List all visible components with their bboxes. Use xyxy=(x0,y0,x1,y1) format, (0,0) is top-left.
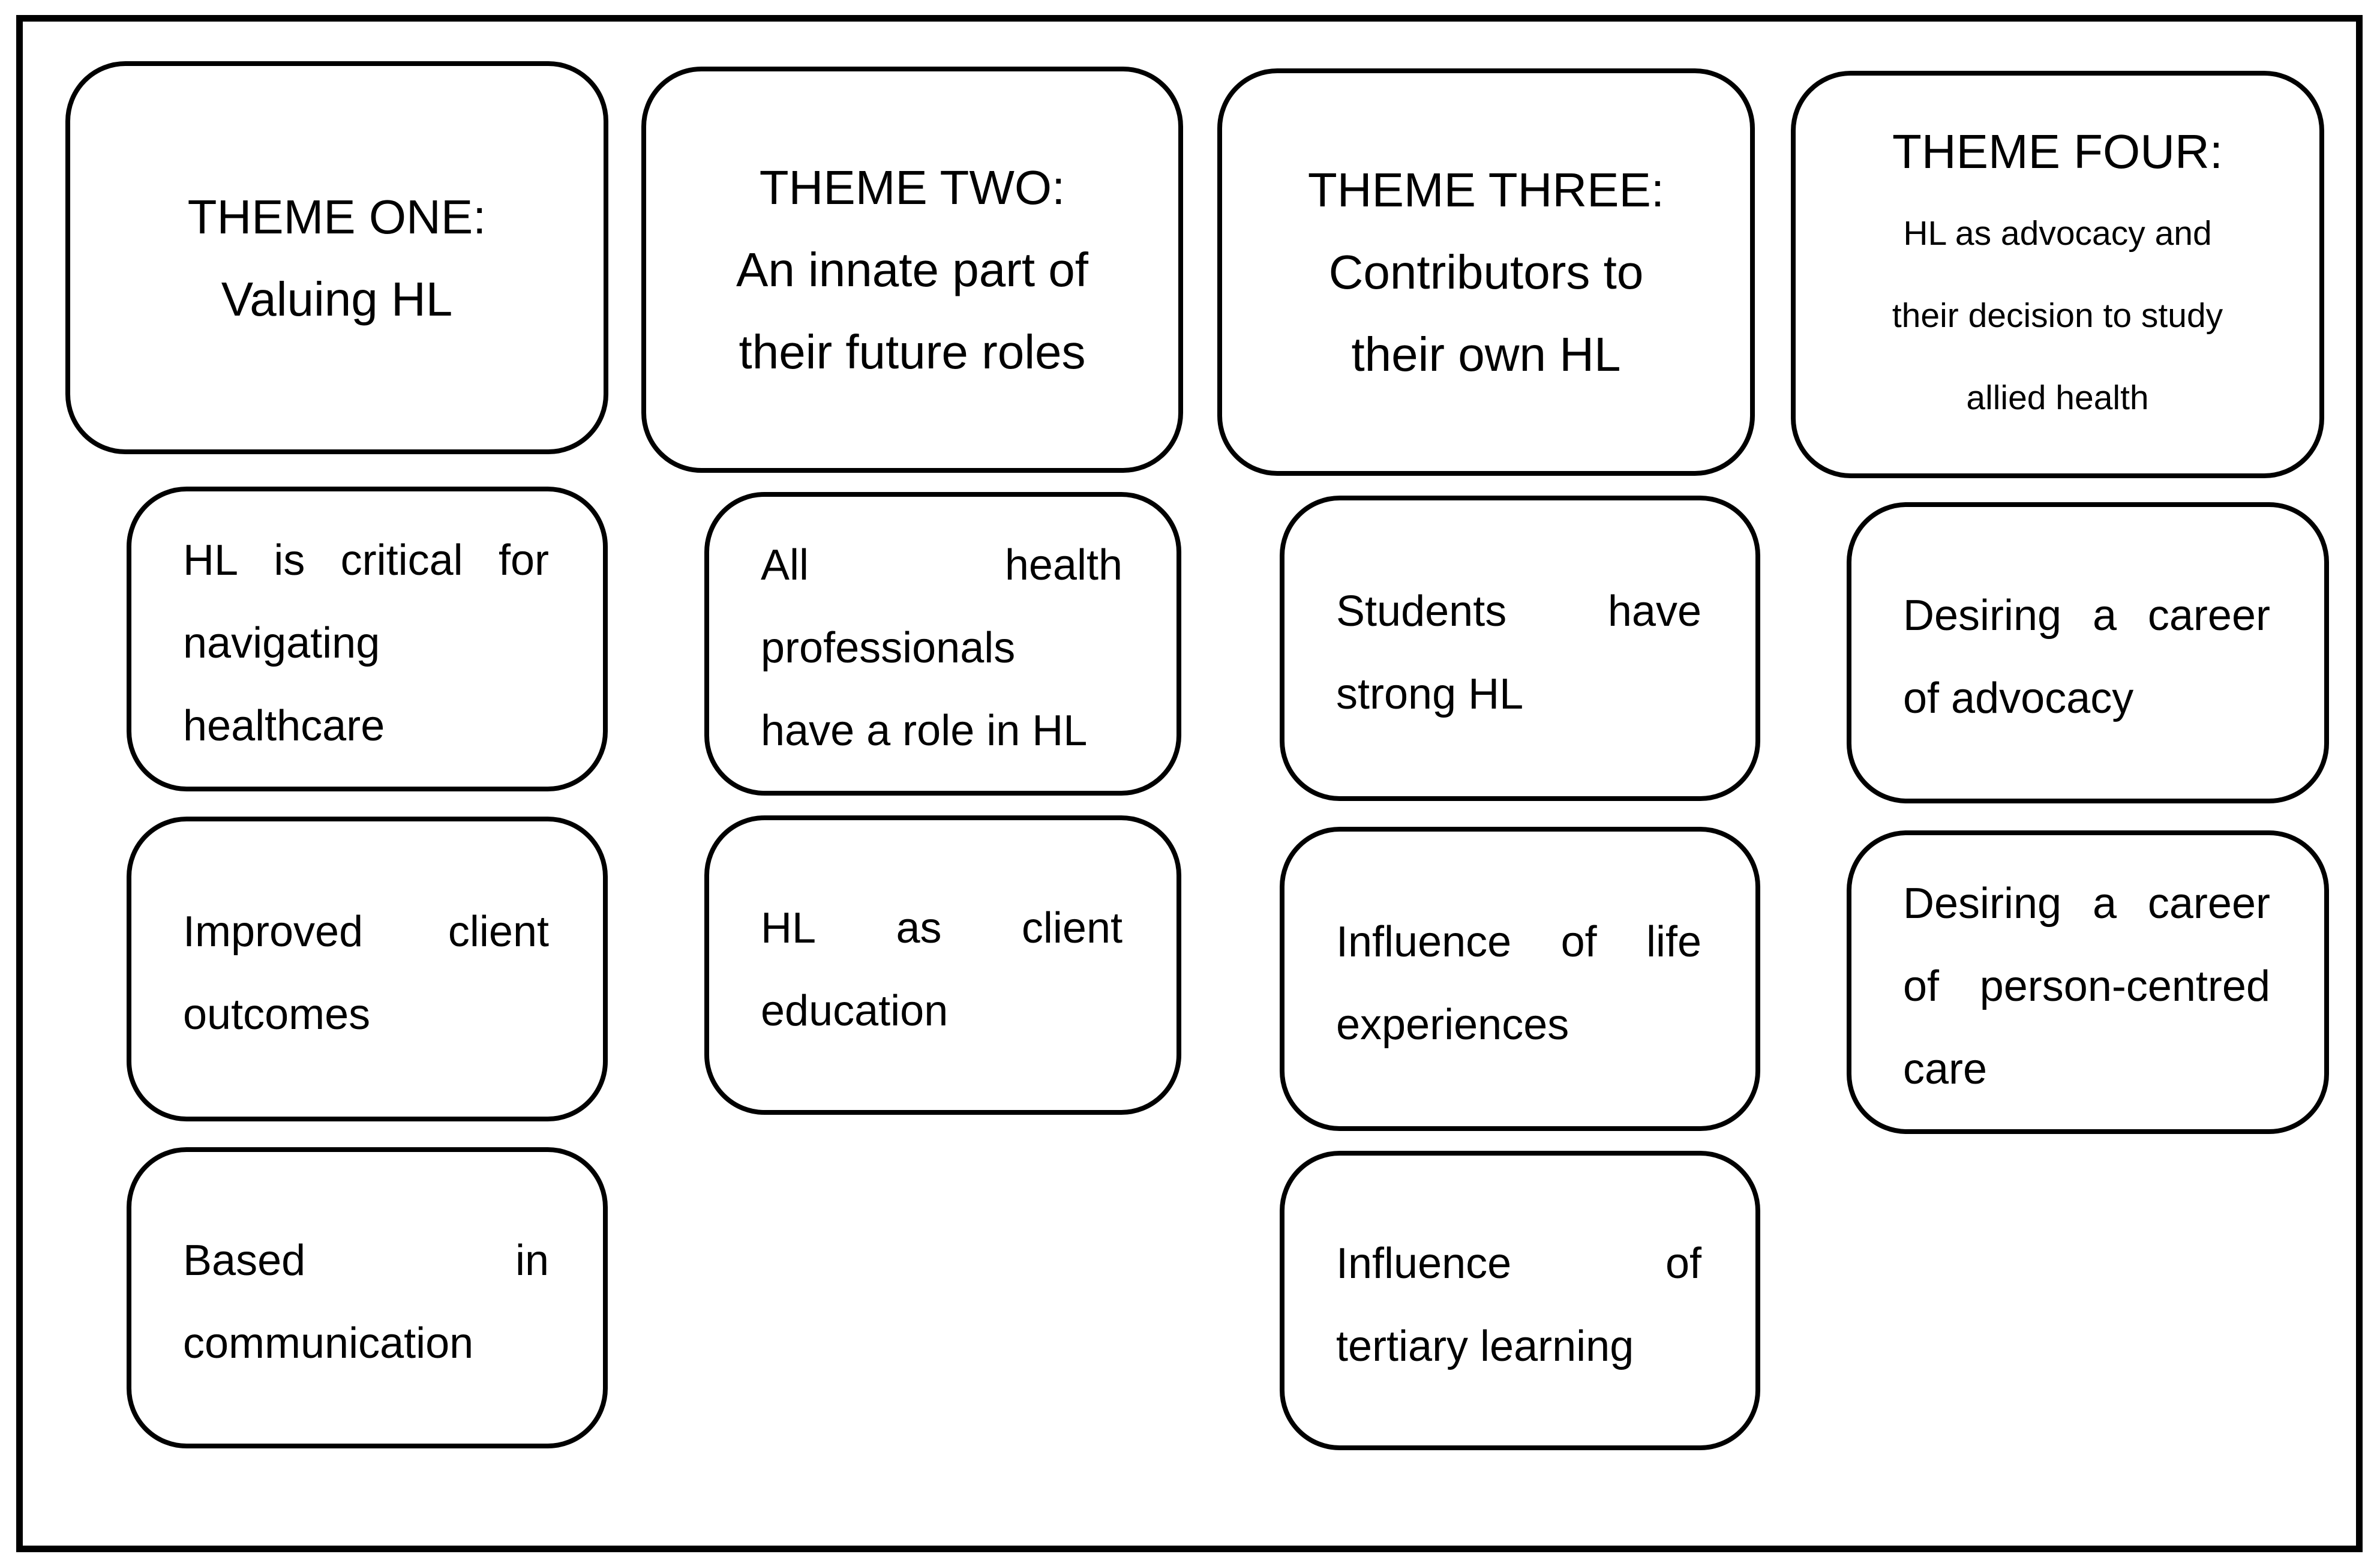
theme-three-header-box: THEME THREE: Contributors to their own HL xyxy=(1217,68,1755,476)
text-line: THEME TWO: xyxy=(759,161,1066,214)
text-line: allied health xyxy=(1966,378,2149,417)
text-line: strong HL xyxy=(1336,670,1524,718)
text-line: An innate part of xyxy=(736,243,1089,296)
text-line: THEME FOUR: xyxy=(1892,124,2223,178)
text-line: education xyxy=(761,986,949,1035)
text-line: THEME THREE: xyxy=(1307,163,1665,217)
text-line: their future roles xyxy=(739,325,1086,379)
text-line: their own HL xyxy=(1351,328,1621,381)
text-line: professionals xyxy=(761,624,1016,672)
text-line: care xyxy=(1903,1045,1988,1093)
text-line: Contributors to xyxy=(1328,245,1644,299)
text-line: experiences xyxy=(1336,1000,1569,1049)
text-line: Valuing HL xyxy=(221,272,453,326)
theme-four-header-box: THEME FOUR: HL as advocacy and their decis… xyxy=(1791,71,2324,478)
theme-one-header-box: THEME ONE: Valuing HL xyxy=(65,61,608,454)
text-line: THEME ONE: xyxy=(187,190,487,244)
text-line: navigating xyxy=(183,619,380,667)
theme-two-header-box: THEME TWO: An innate part of their future … xyxy=(641,67,1183,473)
text-line: their decision to study xyxy=(1892,296,2223,335)
text-line: outcomes xyxy=(183,991,371,1039)
text-line: healthcare xyxy=(183,702,385,750)
text-line: of advocacy xyxy=(1903,674,2134,722)
text-line: tertiary learning xyxy=(1336,1322,1634,1370)
text-line: have a role in HL xyxy=(761,707,1088,755)
text-line: HL as advocacy and xyxy=(1903,214,2212,253)
text-line: communication xyxy=(183,1319,474,1367)
